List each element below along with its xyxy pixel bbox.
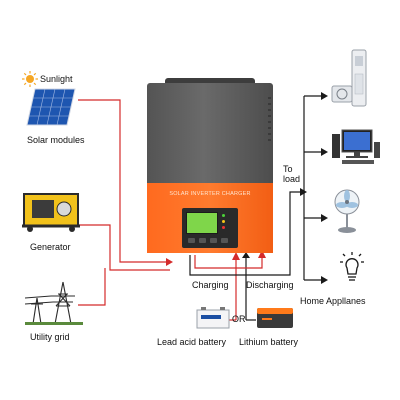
arrow-load-bus bbox=[300, 188, 307, 196]
solar-panel-icon bbox=[26, 88, 76, 126]
status-led-red bbox=[222, 226, 225, 229]
discharging-label: Discharging bbox=[246, 280, 294, 290]
inverter-cap bbox=[165, 78, 255, 87]
output-wire-black bbox=[189, 191, 304, 276]
arrow-solar bbox=[166, 258, 173, 266]
lead-acid-battery-label: Lead acid battery bbox=[157, 337, 227, 347]
or-label: OR bbox=[232, 314, 246, 324]
status-led-yellow bbox=[222, 220, 225, 223]
lithium-battery-label: Lithium battery bbox=[239, 337, 299, 347]
light-bulb-icon bbox=[340, 252, 364, 281]
sunlight-label: Sunlight bbox=[40, 74, 73, 84]
generator-icon bbox=[22, 193, 80, 232]
arrow-load-4 bbox=[321, 276, 328, 284]
charging-label: Charging bbox=[192, 280, 229, 290]
solar-wire bbox=[78, 99, 170, 263]
lcd-display bbox=[186, 212, 218, 234]
inverter-unit: SOLAR INVERTER CHARGER bbox=[147, 78, 273, 253]
power-tower-icon bbox=[25, 281, 83, 325]
control-panel bbox=[182, 208, 238, 248]
output-wire-red bbox=[194, 250, 263, 269]
air-conditioner-icon bbox=[331, 49, 367, 107]
generator-wire bbox=[78, 224, 170, 271]
utility-grid-label: Utility grid bbox=[30, 332, 70, 342]
arrow-load-3 bbox=[321, 214, 328, 222]
arrow-load-2 bbox=[321, 148, 328, 156]
arrow-discharging bbox=[242, 252, 250, 258]
inverter-housing bbox=[147, 83, 273, 183]
status-led-green bbox=[222, 214, 225, 217]
generator-label: Generator bbox=[30, 242, 71, 252]
to-load-label: To load bbox=[283, 164, 301, 185]
arrow-charging bbox=[232, 252, 240, 260]
computer-icon bbox=[332, 129, 380, 164]
inverter-brand-label: SOLAR INVERTER CHARGER bbox=[169, 191, 251, 197]
sun-icon bbox=[22, 71, 38, 87]
lithium-battery-icon bbox=[257, 308, 293, 328]
solar-modules-label: Solar modules bbox=[27, 135, 85, 145]
grid-wire bbox=[78, 268, 106, 306]
arrow-load-1 bbox=[321, 92, 328, 100]
electric-fan-icon bbox=[334, 189, 360, 233]
arrow-output bbox=[258, 250, 266, 258]
home-appliances-label: Home Appllanes bbox=[300, 296, 366, 306]
panel-button-1 bbox=[188, 238, 195, 243]
panel-button-4 bbox=[221, 238, 228, 243]
panel-button-3 bbox=[210, 238, 217, 243]
panel-button-2 bbox=[199, 238, 206, 243]
lead-acid-battery-icon bbox=[196, 307, 230, 329]
